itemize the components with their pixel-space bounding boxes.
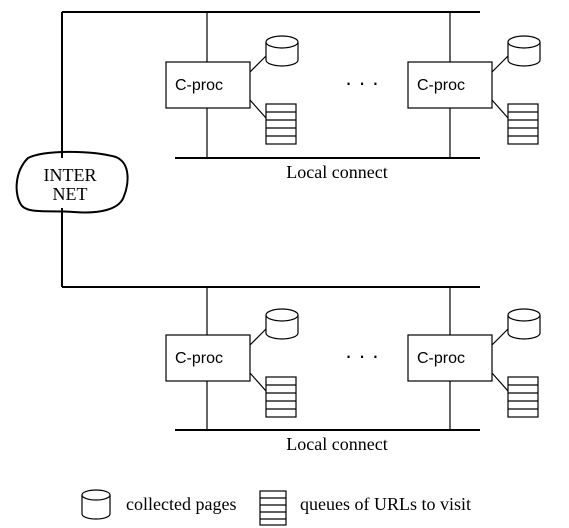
upper-right-link-cylinder — [491, 55, 509, 73]
lower-ellipsis: · · · — [345, 343, 379, 368]
legend-queue-icon — [259, 490, 287, 526]
lower-right-link-cylinder — [491, 328, 509, 346]
upper-left-link-cylinder — [249, 55, 267, 73]
upper-right-queue-icon — [507, 103, 539, 145]
lower-left-link-cylinder — [249, 328, 267, 346]
lower-left-cylinder-icon — [265, 308, 299, 340]
internet-label-line2: NET — [53, 184, 88, 204]
upper-cluster: C-proc · · · C-proc — [165, 12, 541, 182]
upper-left-queue-icon — [265, 103, 297, 145]
lower-left-c-proc-label: C-proc — [175, 350, 223, 367]
upper-left-c-proc-label: C-proc — [175, 77, 223, 94]
upper-left-cylinder-icon — [265, 35, 299, 67]
upper-left-link-queue — [249, 99, 267, 119]
legend-cylinder-icon — [81, 489, 111, 520]
internet-cloud-icon — [15, 150, 129, 214]
lower-local-connect-label: Local connect — [286, 434, 387, 454]
legend: collected pages queues of URLs to visit — [81, 489, 471, 526]
lower-right-queue-icon — [507, 376, 539, 418]
upper-right-c-proc-box — [407, 61, 493, 109]
upper-right-c-proc-label: C-proc — [417, 77, 465, 94]
lower-right-c-proc-label: C-proc — [417, 350, 465, 367]
legend-queues-label: queues of URLs to visit — [300, 494, 471, 514]
lower-left-queue-icon — [265, 376, 297, 418]
upper-right-link-queue — [491, 99, 509, 119]
lower-left-c-proc-box — [165, 334, 251, 382]
upper-ellipsis: · · · — [345, 70, 379, 95]
lower-left-link-queue — [249, 372, 267, 392]
upper-local-connect-label: Local connect — [286, 162, 387, 182]
lower-right-link-queue — [491, 372, 509, 392]
lower-right-c-proc-box — [407, 334, 493, 382]
lower-cluster: C-proc · · · C-proc — [165, 287, 541, 454]
internet-cloud: INTER NET — [15, 150, 129, 214]
upper-left-c-proc-box — [165, 61, 251, 109]
legend-collected-pages-label: collected pages — [126, 494, 236, 514]
internet-label-line1: INTER — [44, 165, 97, 185]
lower-right-cylinder-icon — [507, 308, 541, 340]
upper-right-cylinder-icon — [507, 35, 541, 67]
